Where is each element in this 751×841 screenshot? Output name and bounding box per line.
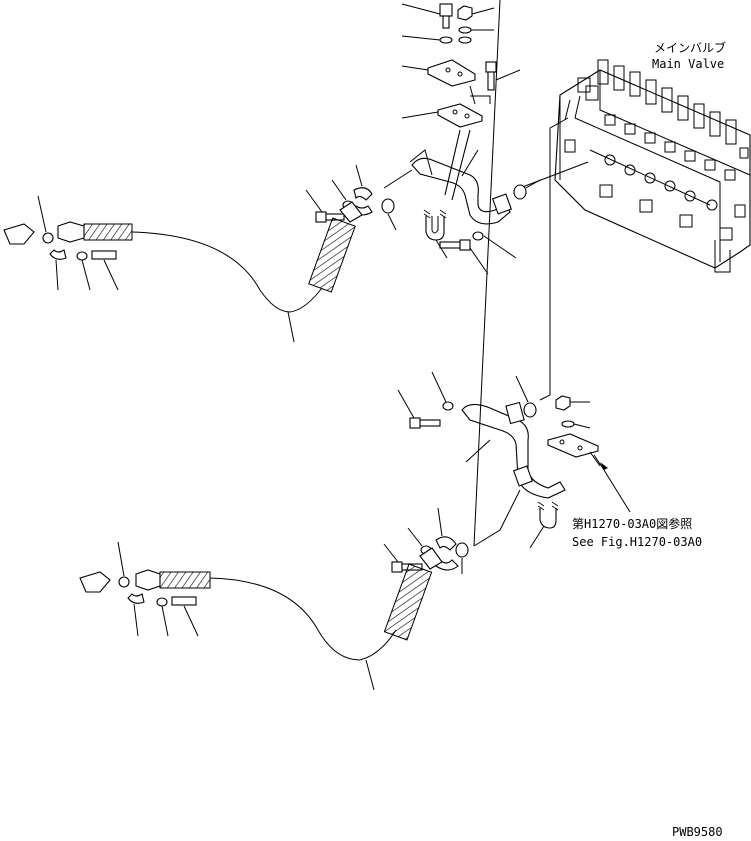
- lower-hose-callouts: [117, 541, 375, 691]
- lower-pipe: [409, 395, 605, 529]
- lower-pipe-callouts: [397, 0, 631, 574]
- reference-arrow: [600, 462, 608, 470]
- top-bolt-stack: [427, 3, 497, 128]
- reference-label-en: See Fig.H1270-03A0: [572, 535, 702, 549]
- reference-label-jp: 第H1270-03A0図参照: [572, 516, 692, 531]
- main-valve-label-en: Main Valve: [652, 57, 724, 71]
- top-callouts: [401, 3, 521, 119]
- o-ring: [455, 542, 469, 558]
- valve-connection-line: [539, 117, 569, 401]
- lower-flange-callouts: [383, 507, 443, 563]
- upper-pipe: [409, 129, 513, 241]
- o-ring: [381, 198, 395, 214]
- drawing-code: PWB9580: [672, 825, 723, 839]
- upper-hose: [3, 201, 363, 313]
- main-valve-label-jp: メインバルブ: [654, 40, 726, 55]
- upper-callouts: [305, 149, 541, 275]
- o-ring: [513, 184, 527, 200]
- upper-hose-callouts: [37, 195, 295, 343]
- valve-connection-line-2: [519, 161, 589, 189]
- main-valve: [554, 59, 751, 273]
- lower-hose: [79, 547, 443, 661]
